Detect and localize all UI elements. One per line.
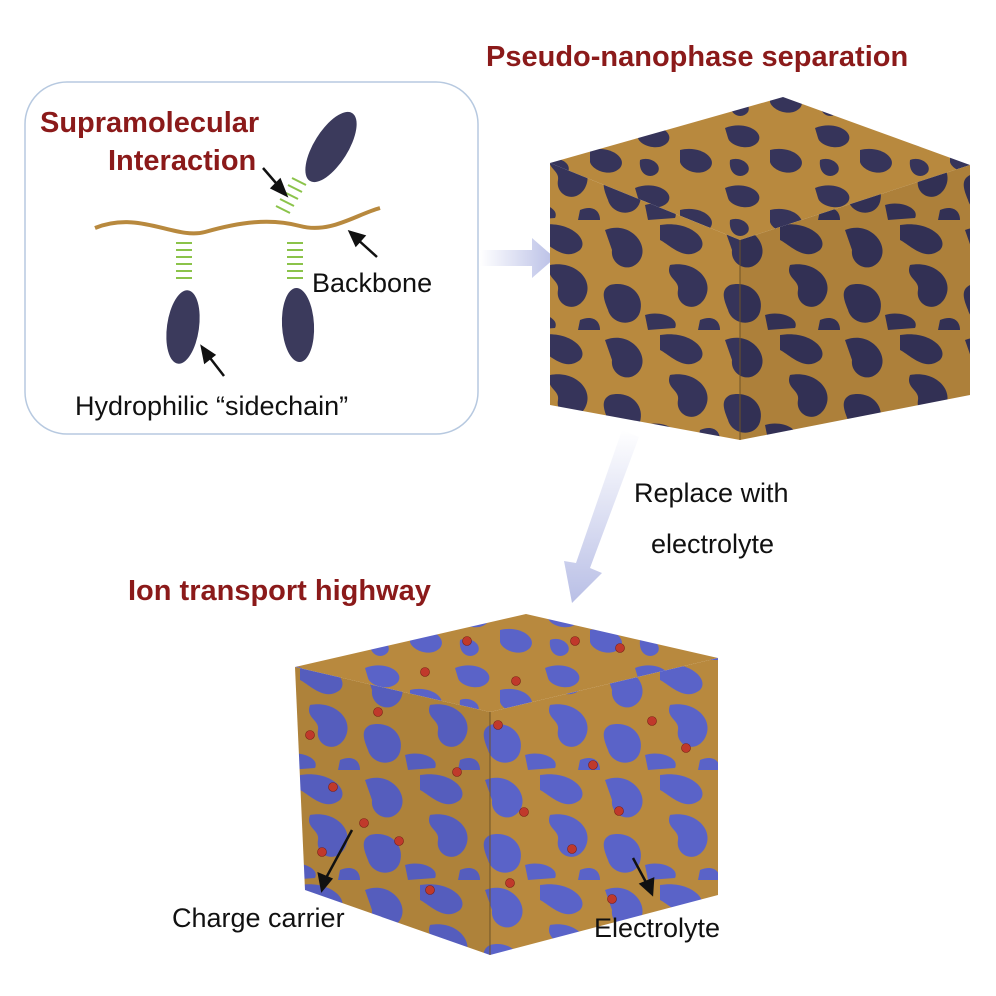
charge-carrier (373, 707, 383, 717)
inset-frame (24, 81, 479, 435)
charge-carrier-label: Charge carrier (172, 903, 345, 933)
nanophase-block (550, 97, 970, 440)
charge-carrier (328, 782, 338, 792)
sidechain-top (305, 111, 357, 183)
sidechain-right (281, 288, 315, 362)
charge-carrier (420, 667, 430, 677)
charge-carrier (452, 767, 462, 777)
backbone-arrow-head (347, 230, 367, 248)
charge-carrier (493, 720, 503, 730)
charge-arrow-head (317, 871, 334, 893)
sidechain-label: Hydrophilic “sidechain” (75, 391, 349, 421)
charge-carrier (647, 716, 657, 726)
top-block-right-face (740, 165, 970, 440)
charge-carrier (519, 807, 529, 817)
charge-carrier (462, 636, 472, 646)
backbone-label: Backbone (312, 268, 433, 298)
top-block-top-face (550, 97, 970, 240)
bond-left (176, 242, 192, 279)
sidechain-left (166, 290, 200, 364)
supramolecular-title-line2: Interaction (108, 145, 257, 177)
charge-carrier (317, 847, 327, 857)
top-block-left-face (550, 163, 740, 440)
charge-carrier (607, 894, 617, 904)
bottom-block-top-face (295, 614, 718, 712)
charge-carrier (511, 676, 521, 686)
arrow-to-nanophase (480, 238, 555, 278)
highway-block (295, 614, 718, 955)
highway-title: Ion transport highway (128, 575, 431, 607)
bottom-block-left-face (295, 667, 490, 955)
charge-carrier (614, 806, 624, 816)
charge-carrier (505, 878, 515, 888)
inset-panel (24, 81, 479, 435)
supramolecular-title-line1: Supramolecular (40, 107, 260, 139)
step-label-line1: Replace with (634, 478, 789, 508)
charge-carrier (570, 636, 580, 646)
arrow-to-highway (564, 430, 639, 603)
charge-carrier (425, 885, 435, 895)
sidechain-arrow-head (200, 344, 217, 365)
charge-arrow-line (324, 829, 354, 879)
charge-carrier (305, 730, 315, 740)
bond-right (287, 242, 303, 279)
charge-carrier (567, 844, 577, 854)
charge-carriers (305, 636, 691, 904)
step-label-line2: electrolyte (651, 529, 775, 559)
electrolyte-label: Electrolyte (594, 913, 721, 943)
electrolyte-arrow-head (638, 877, 655, 897)
nanophase-title: Pseudo-nanophase separation (486, 41, 909, 73)
interaction-arrow-head (269, 177, 289, 198)
charge-carrier (394, 836, 404, 846)
charge-carrier (681, 743, 691, 753)
bottom-block-right-face (490, 658, 718, 955)
backbone-chain (94, 206, 381, 236)
charge-carrier (588, 760, 598, 770)
charge-carrier (615, 643, 625, 653)
charge-carrier (359, 818, 369, 828)
